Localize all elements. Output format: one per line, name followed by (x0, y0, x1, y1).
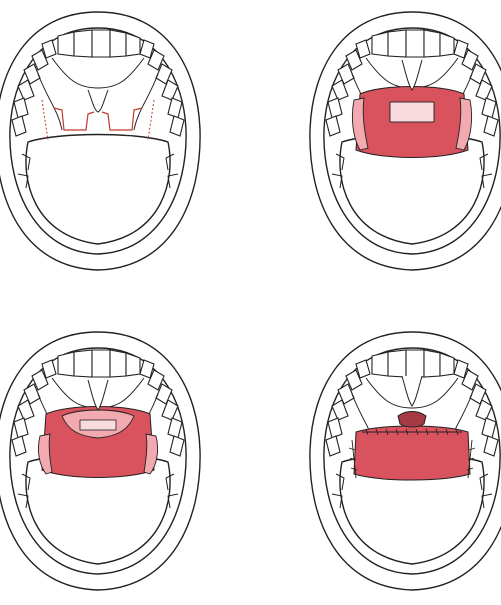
residual-port (398, 412, 426, 428)
panel-flap-rotated (0, 332, 200, 590)
flap-centre (390, 102, 434, 122)
pharyngeal-wall (354, 426, 470, 480)
mouth-outline (0, 12, 200, 270)
flap-centre (80, 420, 116, 430)
panel-flap-raised (310, 12, 501, 270)
panel-incision (0, 12, 200, 270)
panel-sutured (310, 332, 501, 590)
